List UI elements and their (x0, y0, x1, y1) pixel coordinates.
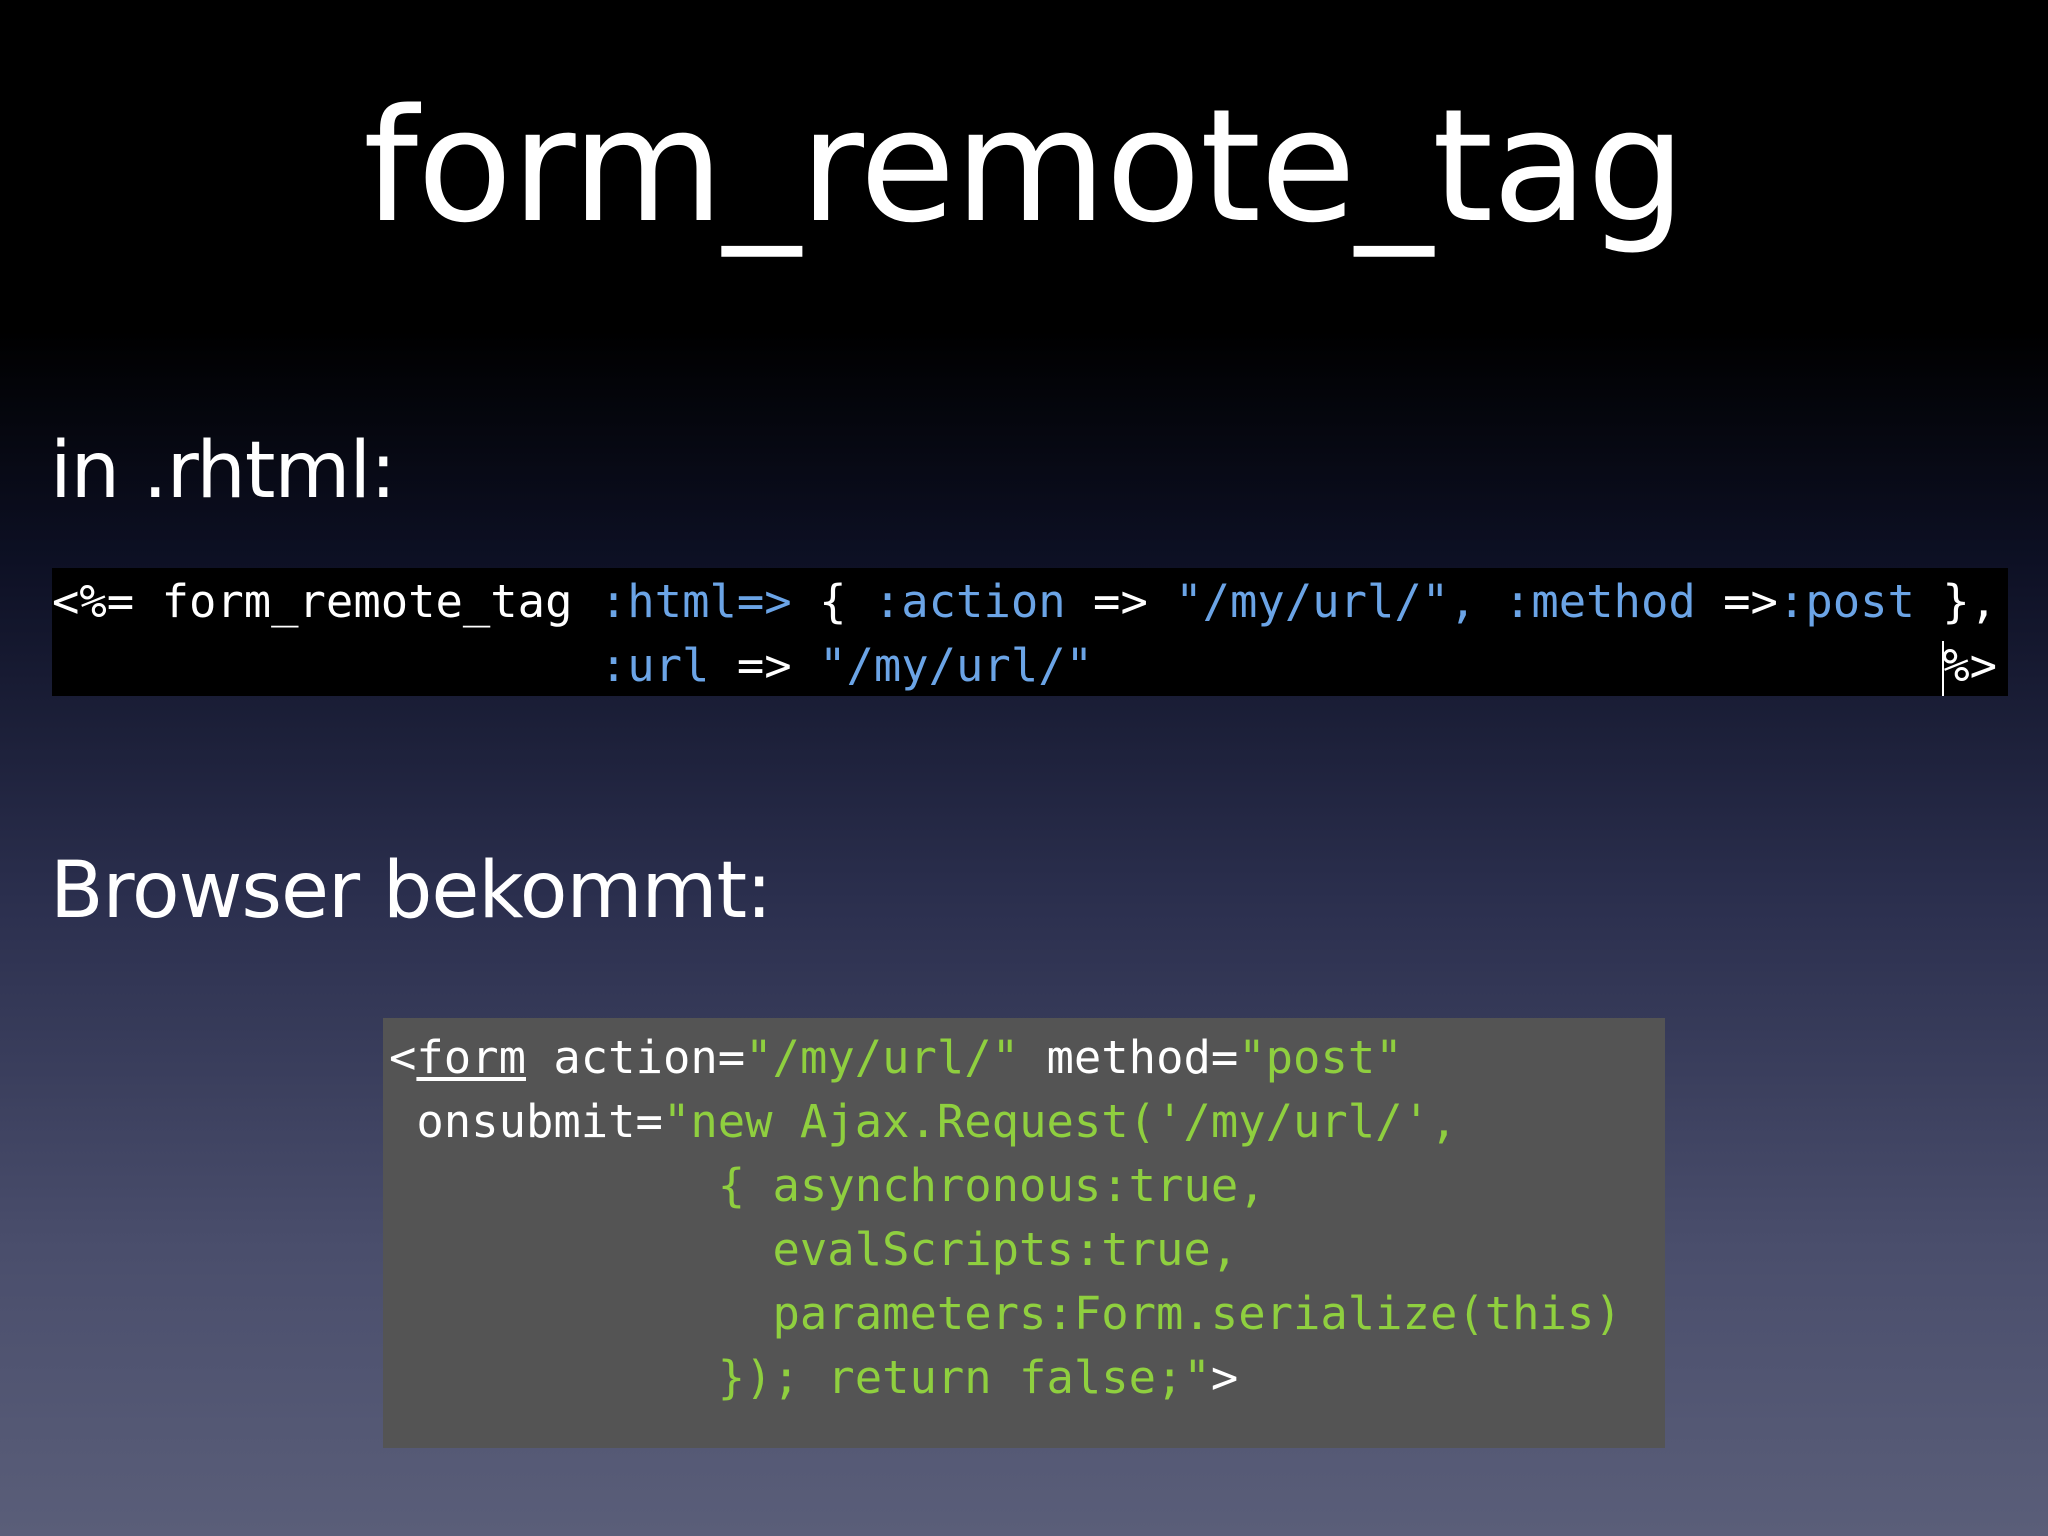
browser-label: Browser bekommt: (50, 846, 772, 936)
rhtml-label: in .rhtml: (50, 426, 396, 516)
url-value: "/my/url/" (819, 639, 1093, 692)
slide-title: form_remote_tag (363, 75, 1686, 257)
action-key: :action (873, 575, 1066, 628)
html-code-block: <form action="/my/url/" method="post" on… (383, 1018, 1665, 1448)
form-tag-link[interactable]: form (416, 1031, 526, 1084)
value-method: "post" (1238, 1031, 1403, 1084)
brace-close: }, (1942, 575, 1998, 628)
tag-close-bracket: > (1210, 1351, 1239, 1404)
html-line-4: evalScripts:true, (389, 1223, 1239, 1276)
html-line-3: { asynchronous:true, (389, 1159, 1266, 1212)
brace-open: { (819, 575, 847, 628)
rhtml-line-1: <%= form_remote_tag :html=> { :action =>… (52, 575, 1997, 628)
value-eval-scripts: evalScripts:true, (772, 1223, 1239, 1276)
html-option-key: :html=> (599, 575, 792, 628)
attr-onsubmit: onsubmit= (416, 1095, 663, 1148)
action-value: "/my/url/", (1175, 575, 1477, 628)
value-onsubmit-start: "new Ajax.Request('/my/url/', (662, 1095, 1458, 1148)
arrow-action: => (1093, 575, 1148, 628)
attr-method: method= (1046, 1031, 1239, 1084)
method-key: :method (1503, 575, 1696, 628)
erb-close-tag: %> (1942, 639, 1997, 692)
value-parameters: parameters:Form.serialize(this) (772, 1287, 1622, 1340)
arrow-url: => (736, 639, 792, 692)
html-line-6: }); return false;"> (389, 1351, 1239, 1404)
rhtml-code-block: <%= form_remote_tag :html=> { :action =>… (52, 568, 2008, 696)
rhtml-line-2: :url => "/my/url/" %> (52, 639, 1997, 696)
text-cursor (1942, 640, 1945, 696)
method-value: :post (1777, 575, 1915, 628)
arrow-method: => (1723, 575, 1778, 628)
tag-open-bracket: < (389, 1031, 417, 1084)
value-onsubmit-end: }); return false;" (717, 1351, 1211, 1404)
value-options-start: { asynchronous:true, (717, 1159, 1266, 1212)
html-line-2: onsubmit="new Ajax.Request('/my/url/', (389, 1095, 1457, 1148)
attr-action: action= (553, 1031, 746, 1084)
value-action: "/my/url/" (745, 1031, 1020, 1084)
erb-open-tag: <%= form_remote_tag (52, 575, 573, 628)
url-key: :url (599, 639, 710, 692)
html-line-5: parameters:Form.serialize(this) (389, 1287, 1622, 1340)
html-line-1: <form action="/my/url/" method="post" (389, 1031, 1403, 1084)
